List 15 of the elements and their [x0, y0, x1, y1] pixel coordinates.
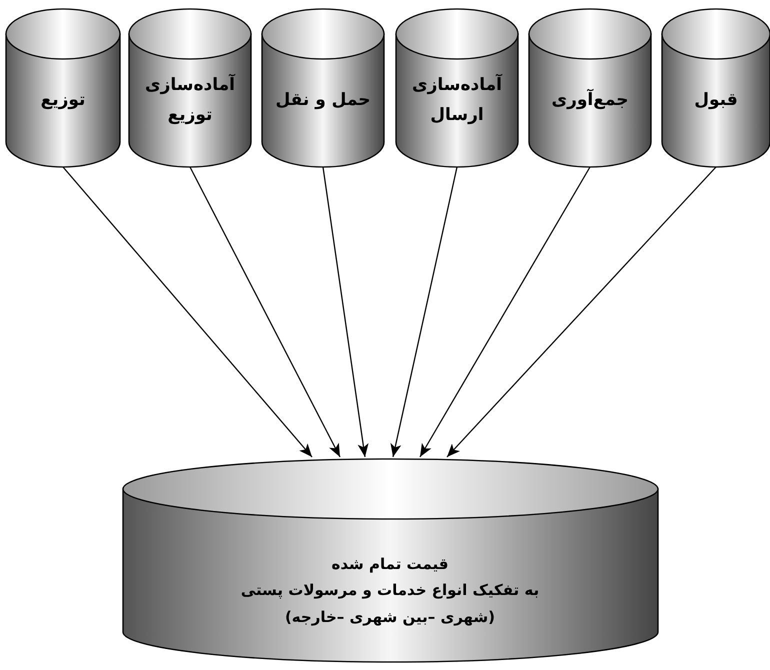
cylinder-label: آماده‌سازی ارسال	[411, 72, 504, 126]
cylinder-label: توزیع	[40, 88, 86, 112]
cylinder-label: به تفکیک انواع خدمات و مرسولات پستی	[240, 580, 540, 602]
arrow	[189, 166, 341, 458]
cylinder-label: قبول	[694, 88, 738, 112]
cylinder-label: آماده‌سازی توزیع	[144, 72, 236, 126]
cylinder-label: قیمت تمام شده	[332, 554, 448, 576]
cylinder-label: جمع‌آوری	[551, 88, 629, 112]
arrow	[62, 166, 312, 458]
arrow	[390, 166, 458, 458]
cylinder-label: (شهری –بین شهری –خارجه)	[284, 606, 496, 628]
cylinder-label: حمل و نقل	[275, 88, 371, 112]
arrow	[322, 166, 369, 458]
arrow	[419, 166, 591, 458]
arrow	[446, 166, 716, 458]
